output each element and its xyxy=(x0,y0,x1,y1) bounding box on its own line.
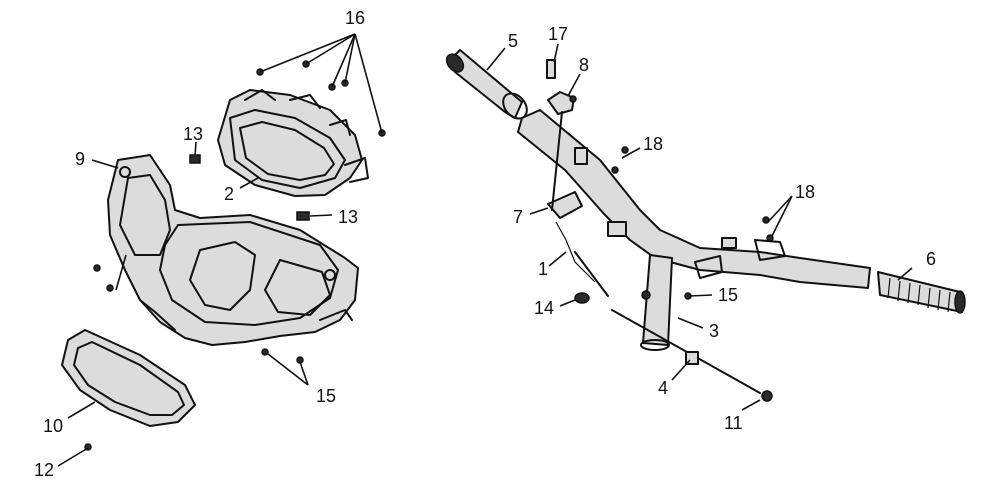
leaders-right xyxy=(486,43,913,411)
callout-5: 5 xyxy=(508,31,518,51)
callout-2: 2 xyxy=(224,184,234,204)
part-9-handlebar-cover xyxy=(107,154,359,346)
part-7-switch xyxy=(547,191,596,283)
callout-14: 14 xyxy=(534,298,554,318)
callout-9: 9 xyxy=(75,149,85,169)
part-17-pin xyxy=(546,59,556,79)
callout-11: 11 xyxy=(724,413,743,433)
part-6-right-grip xyxy=(877,271,966,314)
callout-13-top: 13 xyxy=(183,124,203,144)
part-5-left-grip xyxy=(445,49,528,120)
callout-10: 10 xyxy=(43,416,63,436)
part-2-meter-housing xyxy=(217,89,369,197)
callout-7: 7 xyxy=(513,207,523,227)
part-11-bolt-head xyxy=(761,390,773,402)
callout-4: 4 xyxy=(658,378,668,398)
callout-16: 16 xyxy=(345,8,365,28)
callout-8: 8 xyxy=(579,55,589,75)
part-8-clamp xyxy=(547,91,577,115)
part-15-washer xyxy=(641,290,651,300)
handlebar-tube xyxy=(517,109,871,351)
callout-15-left: 15 xyxy=(316,386,336,406)
callout-3: 3 xyxy=(709,321,719,341)
leaders-left xyxy=(57,33,383,467)
callout-12: 12 xyxy=(34,460,54,480)
callout-1: 1 xyxy=(538,259,548,279)
callout-18-left: 18 xyxy=(643,134,663,154)
callout-6: 6 xyxy=(926,249,936,269)
part-18-bolts xyxy=(574,146,786,279)
part-14-nut xyxy=(574,292,590,304)
part-1-cable xyxy=(551,111,609,297)
part-16-screws xyxy=(256,60,386,137)
callout-17: 17 xyxy=(548,24,568,44)
callout-15-right: 15 xyxy=(718,285,738,305)
part-10-lower-lens xyxy=(61,329,196,427)
callout-18-right: 18 xyxy=(795,182,815,202)
callout-13-right: 13 xyxy=(338,207,358,227)
